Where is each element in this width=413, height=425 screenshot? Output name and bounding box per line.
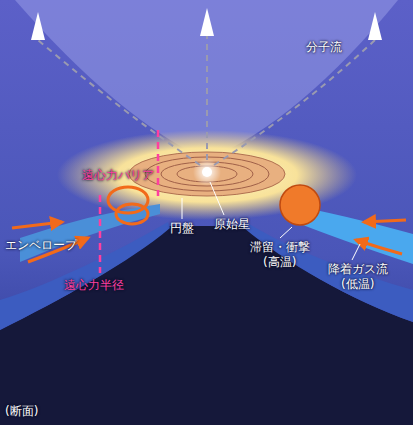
disk-label: 円盤 xyxy=(170,221,194,236)
section-label: (断面) xyxy=(5,404,38,419)
outflow-label: 分子流 xyxy=(306,40,342,55)
shock-label: 滞留・衝撃 (高温) xyxy=(248,240,312,270)
protostar-label: 原始星 xyxy=(214,217,250,232)
envelope-label: エンベロープ xyxy=(5,238,77,253)
barrier-label: 遠心力バリア xyxy=(82,168,154,183)
infall-label: 降着ガス流 (低温) xyxy=(326,262,390,292)
radius-label: 遠心力半径 xyxy=(64,278,124,293)
